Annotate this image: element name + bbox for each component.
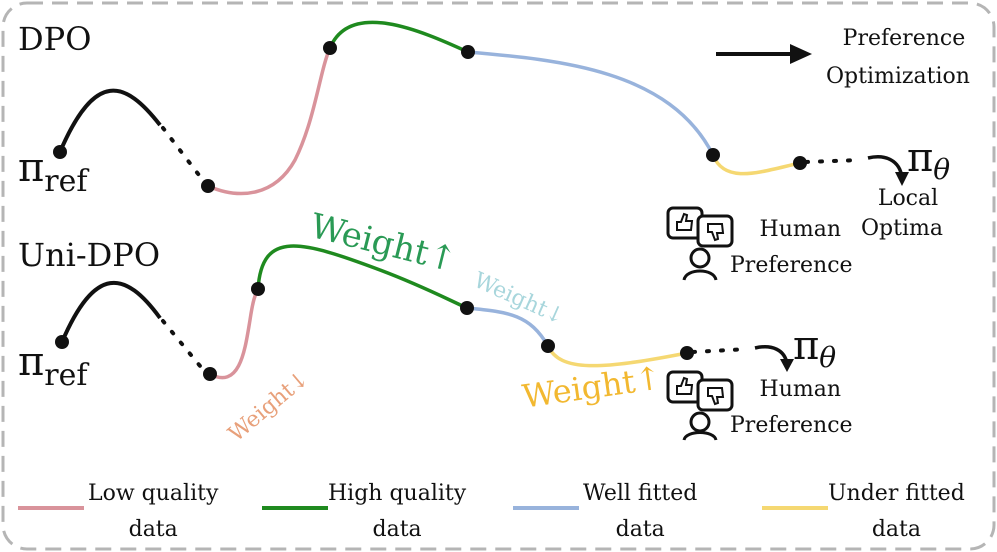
person-body-icon — [682, 269, 718, 281]
dpo-human-preference-label: Human Preference — [730, 212, 853, 284]
legend-well-fitted: Well fitted data — [583, 476, 697, 548]
pi-symbol: π — [18, 339, 45, 385]
dpo-dotted-link — [161, 126, 207, 185]
legend-under-fitted: Under fitted data — [828, 476, 965, 548]
uni-node — [55, 335, 69, 349]
dpo-end-label: πθ — [907, 135, 950, 186]
dpo-node — [201, 179, 215, 193]
human-preference-icon — [666, 206, 734, 281]
uni-low-quality-segment — [209, 288, 260, 380]
pi-symbol: π — [907, 135, 934, 181]
human-pref-line2: Preference — [730, 413, 853, 438]
uni-high-quality-segment — [256, 244, 468, 310]
legend-label-line1: Well fitted — [583, 481, 698, 506]
legend-label-line2: data — [372, 517, 422, 542]
uni-end-arrowhead — [780, 359, 794, 372]
pref-opt-line2: Optimization — [826, 64, 970, 89]
uni-end-label: πθ — [793, 323, 836, 374]
person-head-icon — [689, 247, 711, 269]
uni-dpo-title: Uni-DPO — [18, 236, 161, 274]
uni-node — [251, 282, 265, 296]
ref-subscript: ref — [44, 164, 88, 199]
uni-node — [541, 339, 555, 353]
legend-low-quality: Low quality data — [88, 476, 218, 548]
dpo-well-fitted-segment — [467, 50, 715, 156]
dpo-node — [461, 45, 475, 59]
legend-label-line1: Under fitted — [828, 481, 965, 506]
local-optima-label: Local Optima — [861, 184, 943, 244]
pref-opt-line1: Preference — [842, 26, 966, 51]
uni-dpo-path — [55, 244, 794, 381]
legend-label-line2: data — [615, 517, 665, 542]
uni-human-preference-label: Human Preference — [730, 372, 853, 444]
pi-symbol: π — [18, 145, 45, 191]
ref-subscript: ref — [44, 358, 88, 393]
dpo-dotted-tail — [804, 158, 862, 164]
person-head-icon — [689, 411, 711, 433]
uni-node — [460, 301, 474, 315]
preference-optimization-label: Preference Optimization — [826, 20, 970, 96]
dpo-under-fitted-segment — [711, 154, 801, 176]
person-body-icon — [682, 431, 718, 441]
speech-bubble-icon — [696, 378, 734, 412]
uni-well-fitted-segment — [466, 306, 550, 347]
legend-label-line1: Low quality — [88, 481, 219, 506]
human-pref-line1: Human — [759, 377, 842, 402]
thumbs-up-icon — [676, 376, 694, 395]
uni-under-fitted-segment — [546, 345, 688, 368]
uni-ref-hump — [60, 281, 162, 343]
speech-bubble-icon — [696, 214, 734, 248]
dpo-title: DPO — [18, 20, 92, 58]
uni-node — [680, 346, 694, 360]
uni-dotted-link — [161, 319, 207, 374]
dpo-ref-hump — [58, 88, 162, 153]
uni-dotted-tail — [691, 347, 750, 354]
legend-label-line2: data — [128, 517, 178, 542]
dpo-node — [793, 156, 807, 170]
dpo-path — [53, 20, 909, 196]
thumbs-up-icon — [676, 212, 694, 231]
legend-high-quality: High quality data — [328, 476, 466, 548]
local-optima-line1: Local — [877, 186, 939, 211]
legend-label-line1: High quality — [328, 481, 467, 506]
thumbs-down-icon — [707, 223, 725, 242]
preference-optimization-arrow — [716, 44, 812, 64]
local-optima-line2: Optima — [861, 216, 943, 241]
pi-symbol: π — [793, 323, 820, 369]
dpo-end-arrowhead — [895, 172, 909, 186]
theta-subscript: θ — [819, 341, 837, 374]
dpo-start-label: πref — [18, 145, 88, 199]
thumbs-down-icon — [707, 387, 725, 406]
dpo-node — [323, 41, 337, 55]
human-pref-line1: Human — [759, 217, 842, 242]
theta-subscript: θ — [933, 153, 951, 186]
legend-label-line2: data — [871, 517, 921, 542]
dpo-low-quality-segment — [207, 47, 332, 196]
dpo-node — [706, 148, 720, 162]
uni-start-label: πref — [18, 339, 88, 393]
uni-node — [203, 367, 217, 381]
dpo-high-quality-segment — [328, 20, 469, 54]
dpo-node — [53, 145, 67, 159]
human-pref-line2: Preference — [730, 253, 853, 278]
human-preference-icon — [666, 370, 734, 441]
